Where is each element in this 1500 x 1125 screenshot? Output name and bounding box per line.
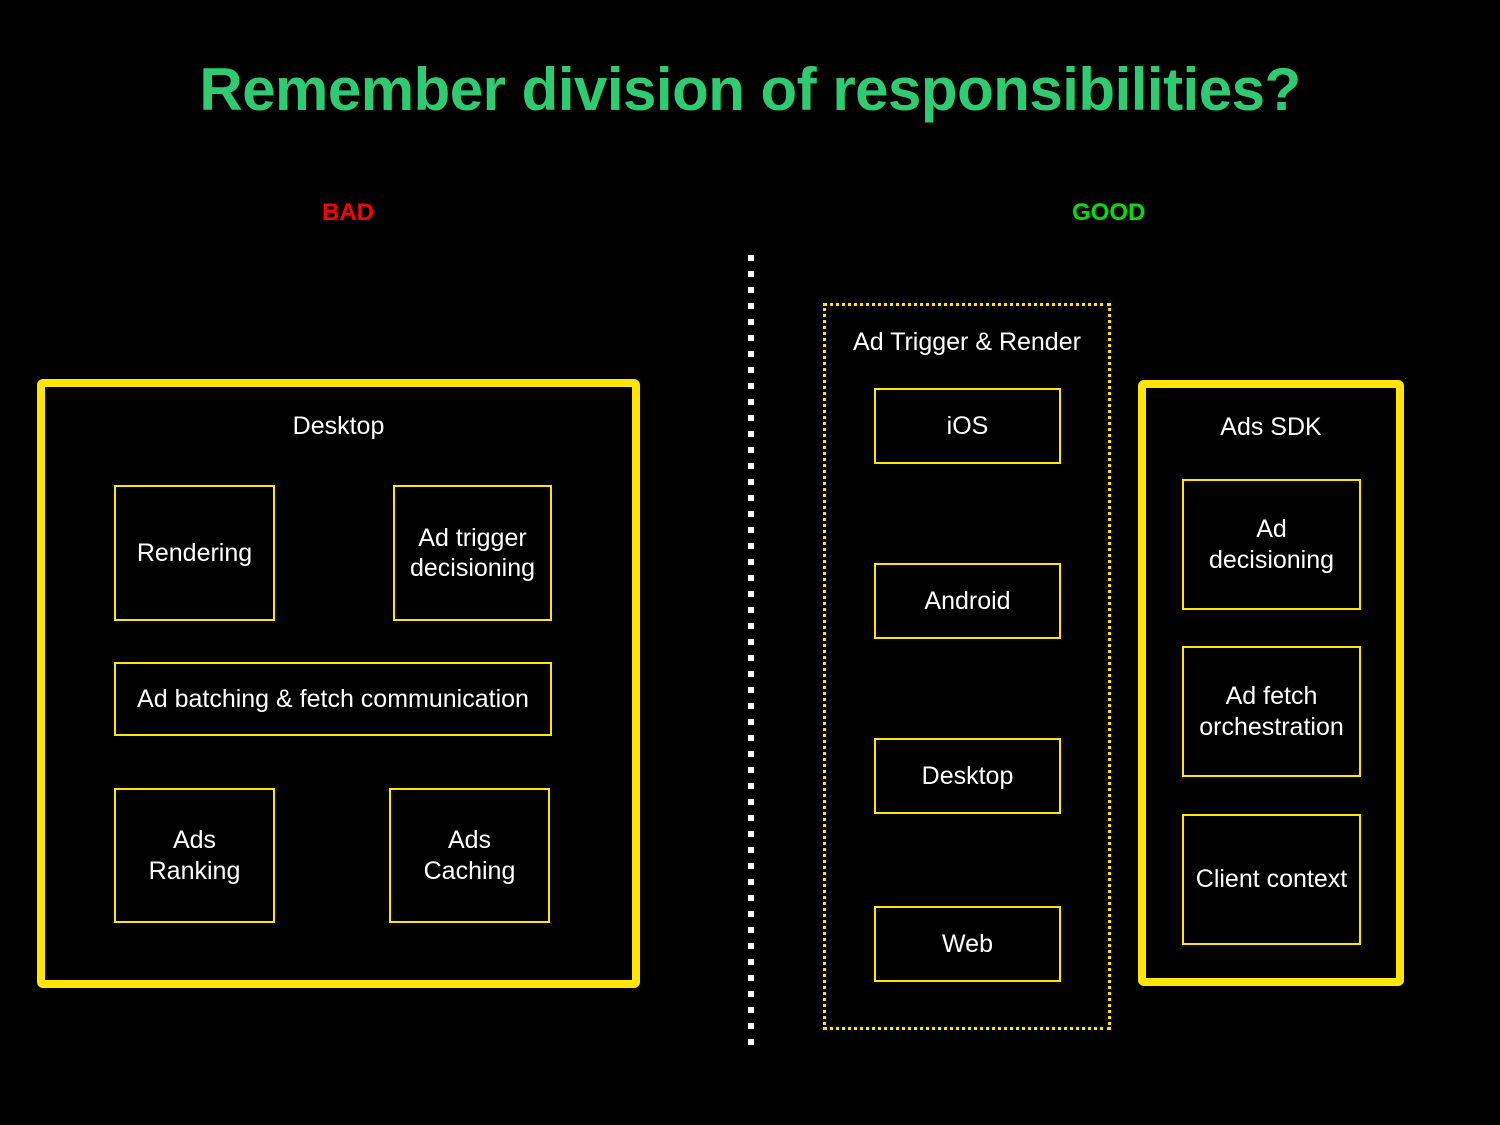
node-ad-batching-fetch-communication[interactable]: Ad batching & fetch communication — [114, 662, 552, 736]
node-android[interactable]: Android — [874, 563, 1061, 639]
node-desktop[interactable]: Desktop — [874, 738, 1061, 814]
node-rendering[interactable]: Rendering — [114, 485, 275, 621]
node-ad-trigger-decisioning[interactable]: Ad trigger decisioning — [393, 485, 552, 621]
vertical-dotted-divider — [748, 255, 754, 1053]
group-title-desktop-bad: Desktop — [292, 412, 385, 440]
node-ads-caching[interactable]: Ads Caching — [389, 788, 550, 923]
column-label-bad: BAD — [322, 199, 374, 226]
node-web[interactable]: Web — [874, 906, 1061, 982]
column-label-good: GOOD — [1072, 199, 1146, 226]
group-title-ad-trigger-render: Ad Trigger & Render — [853, 328, 1081, 356]
node-ios[interactable]: iOS — [874, 388, 1061, 464]
node-client-context[interactable]: Client context — [1182, 814, 1361, 945]
node-ad-fetch-orchestration[interactable]: Ad fetch orchestration — [1182, 646, 1361, 777]
group-title-ads-sdk: Ads SDK — [1220, 413, 1322, 441]
page-title: Remember division of responsibilities? — [199, 56, 1301, 123]
node-ad-decisioning[interactable]: Ad decisioning — [1182, 479, 1361, 610]
node-ads-ranking[interactable]: Ads Ranking — [114, 788, 275, 923]
